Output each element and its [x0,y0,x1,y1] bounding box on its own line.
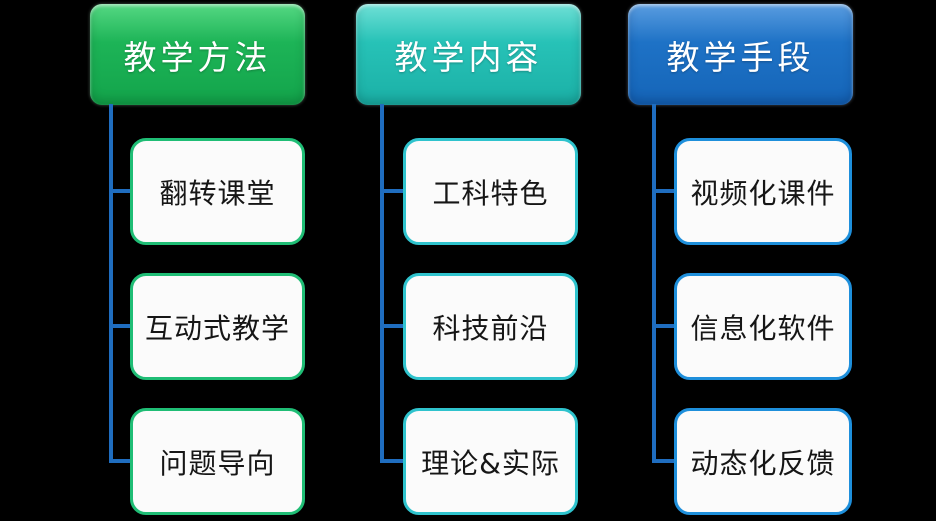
item-box-technology-frontier: 科技前沿 [403,273,578,380]
item-box-engineering-features: 工科特色 [403,138,578,245]
item-label: 问题导向 [159,446,276,480]
item-label: 科技前沿 [432,311,549,345]
connector-vertical-col3 [652,104,656,463]
item-label: 互动式教学 [144,311,290,345]
item-box-informatization-software: 信息化软件 [674,273,852,380]
column-header-label: 教学手段 [666,37,815,77]
connector-branch-col1-row1 [109,189,130,193]
item-box-flipped-classroom: 翻转课堂 [130,138,305,245]
connector-branch-col1-row3 [109,459,130,463]
column-header-teaching-means: 教学手段 [628,4,853,105]
connector-branch-col2-row2 [380,324,403,328]
column-header-teaching-methods: 教学方法 [90,4,305,105]
item-label: 信息化软件 [690,311,836,345]
column-header-label: 教学方法 [123,37,272,77]
item-label: 动态化反馈 [690,446,836,480]
item-label: 工科特色 [432,176,549,210]
item-box-interactive-teaching: 互动式教学 [130,273,305,380]
item-box-problem-oriented: 问题导向 [130,408,305,515]
item-label: 翻转课堂 [159,176,276,210]
connector-vertical-col2 [380,104,384,463]
connector-branch-col2-row1 [380,189,403,193]
connector-branch-col3-row2 [652,324,674,328]
item-label: 视频化课件 [690,176,836,210]
connector-branch-col3-row1 [652,189,674,193]
connector-branch-col2-row3 [380,459,403,463]
item-label: 理论&实际 [421,446,560,480]
connector-branch-col1-row2 [109,324,130,328]
item-box-theory-and-practice: 理论&实际 [403,408,578,515]
connector-branch-col3-row3 [652,459,674,463]
item-box-dynamic-feedback: 动态化反馈 [674,408,852,515]
item-box-video-courseware: 视频化课件 [674,138,852,245]
connector-vertical-col1 [109,104,113,463]
column-header-label: 教学内容 [394,37,543,77]
column-header-teaching-content: 教学内容 [356,4,581,105]
